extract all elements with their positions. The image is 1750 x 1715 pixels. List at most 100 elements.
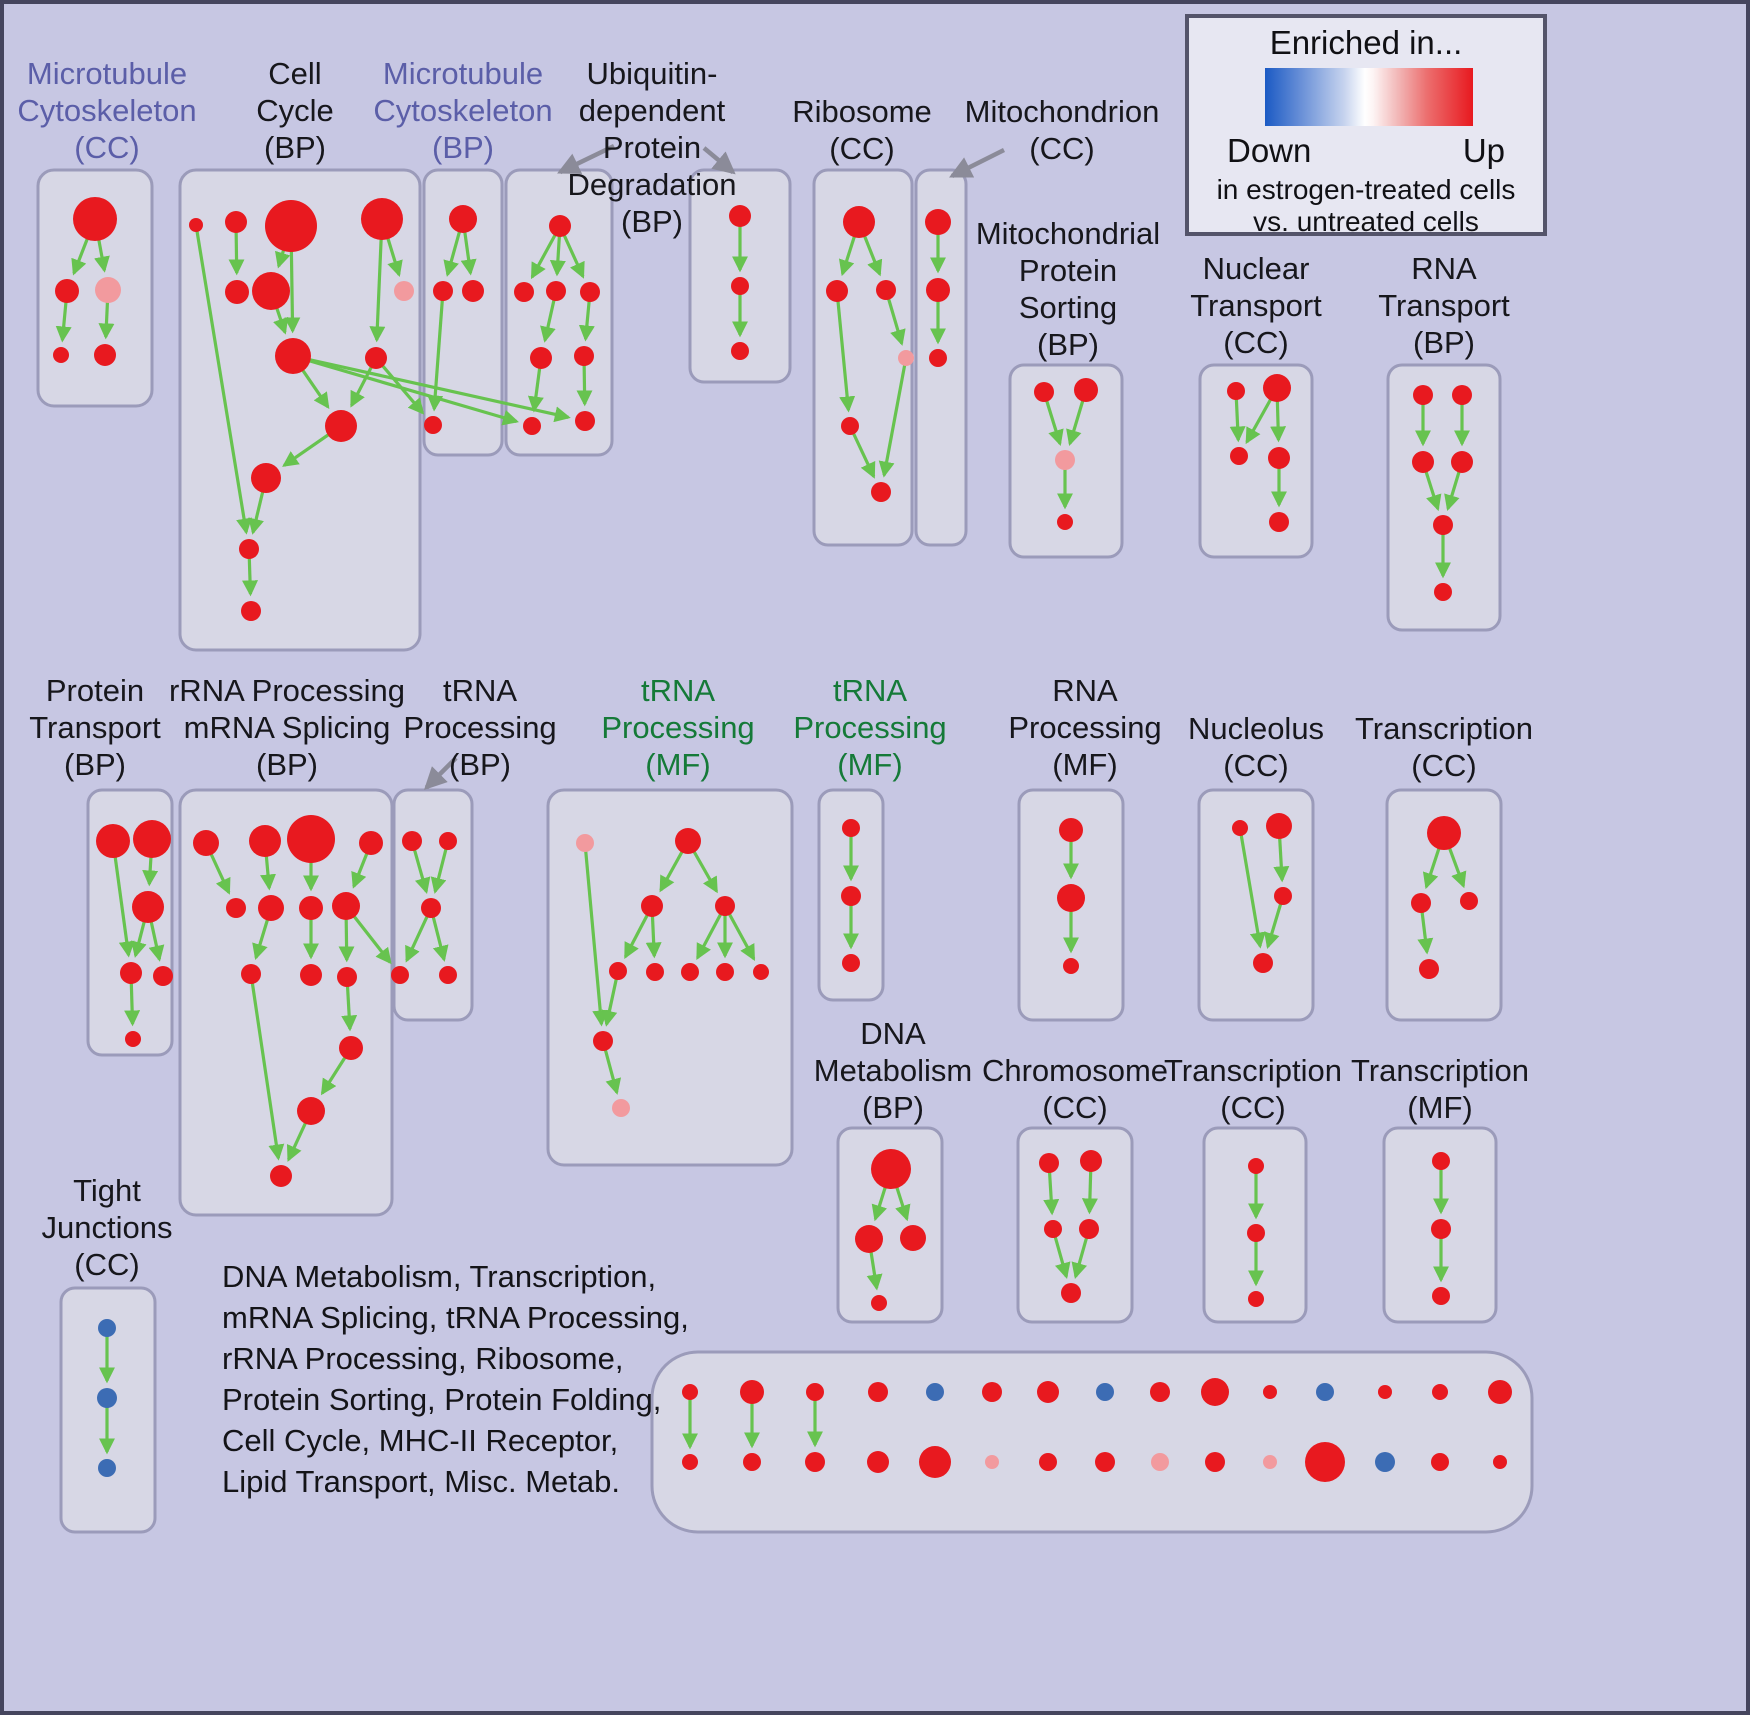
edge-arrow: [723, 905, 756, 961]
go-term-node-red: [297, 1097, 325, 1125]
go-term-node-red: [841, 417, 859, 435]
edge-arrow: [949, 147, 1006, 178]
go-term-node-red: [876, 280, 896, 300]
go-term-node-red: [125, 1031, 141, 1047]
go-term-node-red: [439, 832, 457, 850]
edge-arrow: [557, 143, 615, 175]
go-term-node-red: [270, 1165, 292, 1187]
edge-arrow: [601, 970, 620, 1027]
go-term-node-blue: [1316, 1383, 1334, 1401]
edge-arrow: [292, 354, 519, 426]
go-term-node-red: [609, 962, 627, 980]
edge-arrow: [702, 146, 736, 175]
group-box-trna-processing-mf-1: [546, 788, 794, 1167]
go-term-node-red: [1274, 887, 1292, 905]
go-term-node-red: [241, 964, 261, 984]
group-label-rrna-processing-mrna-splicing-bp: rRNA Processing mRNA Splicing (BP): [168, 673, 406, 782]
go-term-node-red: [1061, 1283, 1081, 1303]
edge-arrow: [423, 756, 458, 791]
go-term-node-red: [806, 1383, 824, 1401]
go-term-node-red: [871, 1149, 911, 1189]
go-term-node-red: [1039, 1453, 1057, 1471]
go-term-node-red: [641, 895, 663, 917]
group-box-chromosome-cc: [1016, 1126, 1134, 1324]
go-term-node-red: [1150, 1382, 1170, 1402]
group-label-transcription-cc-2: Transcription (CC): [1163, 1053, 1343, 1125]
go-term-node-blue: [1096, 1383, 1114, 1401]
misc-cluster-note: DNA Metabolism, Transcription,mRNA Splic…: [222, 1256, 689, 1502]
go-term-node-red: [826, 280, 848, 302]
go-term-node-red: [1431, 1219, 1451, 1239]
go-term-node-pink: [1151, 1453, 1169, 1471]
go-term-node-red: [546, 281, 566, 301]
go-term-node-red: [1063, 958, 1079, 974]
go-term-node-red: [1378, 1385, 1392, 1399]
go-term-node-red: [843, 206, 875, 238]
group-label-trna-processing-bp: tRNA Processing (BP): [403, 673, 557, 782]
go-term-node-red: [926, 278, 950, 302]
go-term-node-red: [871, 1295, 887, 1311]
legend: Enriched in... Down Up in estrogen-treat…: [1185, 14, 1547, 237]
go-term-node-red: [265, 200, 317, 252]
go-term-node-red: [1268, 447, 1290, 469]
edge-arrow: [835, 290, 856, 413]
go-term-node-red: [421, 898, 441, 918]
go-term-node-red: [189, 218, 203, 232]
go-term-node-red: [1232, 820, 1248, 836]
go-term-node-red: [361, 198, 403, 240]
go-term-node-red: [593, 1031, 613, 1051]
go-term-node-red: [275, 338, 311, 374]
go-term-node-red: [731, 277, 749, 295]
note-line: Cell Cycle, MHC-II Receptor,: [222, 1423, 619, 1458]
go-term-node-red: [682, 1384, 698, 1400]
go-term-node-red: [530, 347, 552, 369]
group-box-ubiquitin-degradation-box-2: [688, 168, 792, 384]
edge-arrow: [292, 354, 571, 423]
go-term-node-red: [1431, 1453, 1449, 1471]
go-term-node-red: [1433, 515, 1453, 535]
go-term-node-red: [574, 346, 594, 366]
edge-arrow: [1238, 827, 1266, 949]
group-label-transcription-mf: Transcription (MF): [1350, 1053, 1530, 1125]
go-term-node-red: [241, 601, 261, 621]
go-term-node-blue: [98, 1319, 116, 1337]
edge-arrow: [249, 973, 285, 1161]
group-label-protein-transport-bp: Protein Transport (BP): [29, 673, 161, 782]
legend-title: Enriched in...: [1269, 24, 1463, 61]
go-term-node-red: [523, 417, 541, 435]
go-term-node-red: [929, 349, 947, 367]
go-term-node-red: [1201, 1378, 1229, 1406]
go-term-node-red: [1427, 816, 1461, 850]
group-label-ribosome-cc: Ribosome (CC): [792, 94, 932, 166]
go-term-node-red: [514, 282, 534, 302]
go-term-node-red: [646, 963, 664, 981]
go-term-node-red: [1095, 1452, 1115, 1472]
go-term-node-red: [868, 1382, 888, 1402]
go-term-node-red: [1263, 1385, 1277, 1399]
go-term-node-red: [1037, 1381, 1059, 1403]
group-label-rna-transport-bp: RNA Transport (BP): [1378, 251, 1510, 360]
go-term-node-red: [1419, 959, 1439, 979]
go-term-node-red: [871, 482, 891, 502]
go-term-node-red: [337, 967, 357, 987]
group-label-trna-processing-mf-2: tRNA Processing (MF): [793, 673, 947, 782]
go-term-node-blue: [1375, 1452, 1395, 1472]
group-box-misc-cluster: [650, 1350, 1534, 1534]
note-line: mRNA Splicing, tRNA Processing,: [222, 1300, 689, 1335]
group-box-dna-metabolism-bp: [836, 1126, 944, 1324]
go-term-node-red: [740, 1380, 764, 1404]
go-term-node-red: [1412, 451, 1434, 473]
group-box-nuclear-transport-cc: [1198, 363, 1314, 559]
go-term-node-red: [715, 896, 735, 916]
go-term-node-red: [258, 895, 284, 921]
go-term-node-red: [120, 962, 142, 984]
go-term-node-red: [287, 815, 335, 863]
go-term-node-red: [900, 1225, 926, 1251]
go-term-node-red: [1039, 1153, 1059, 1173]
group-label-mitochondrion-cc: Mitochondrion (CC): [964, 94, 1160, 166]
go-term-node-red: [580, 282, 600, 302]
group-box-nucleolus-cc: [1197, 788, 1315, 1022]
legend-down-label: Down: [1227, 132, 1312, 169]
go-term-node-red: [1266, 813, 1292, 839]
